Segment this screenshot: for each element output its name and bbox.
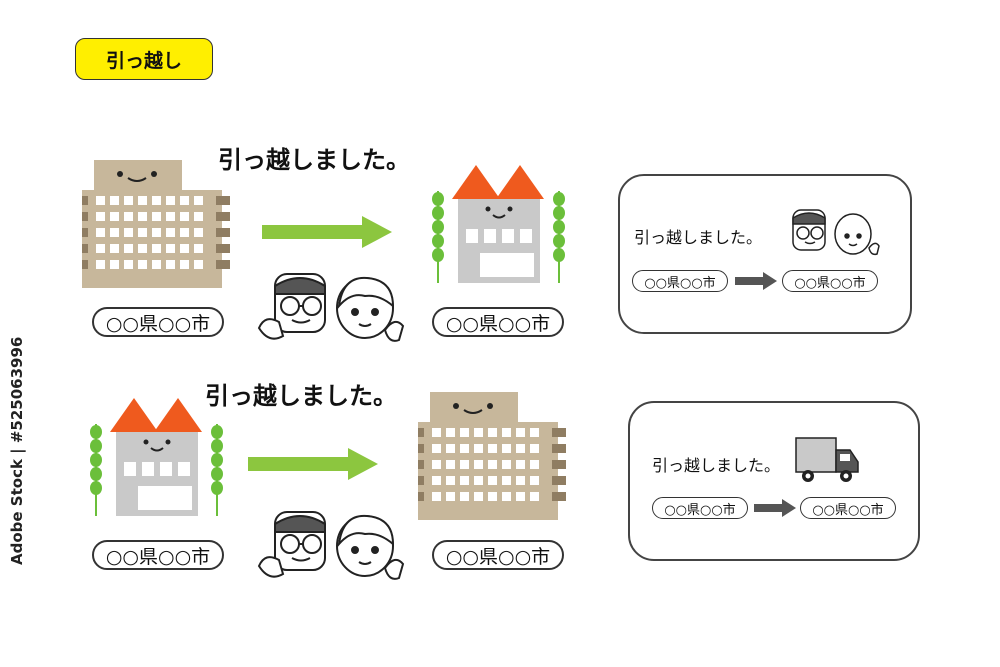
house-icon [432,165,565,283]
top-from-location: ○○県○○市 [92,307,224,337]
bottom-heading: 引っ越しました。 [205,382,397,410]
arrow-right-small-icon [754,499,796,517]
panel-top-to-location: ○○県○○市 [782,270,878,292]
summary-panel-bottom [628,401,920,561]
arrow-right-icon [248,448,378,480]
summary-panel-top [618,174,912,334]
moving-truck-icon [795,437,859,482]
bottom-from-location: ○○県○○市 [92,540,224,570]
top-to-location: ○○県○○市 [432,307,564,337]
panel-top-from-location: ○○県○○市 [632,270,728,292]
couple-icon [257,273,405,342]
arrow-right-small-icon [735,272,777,290]
bottom-to-location: ○○県○○市 [432,540,564,570]
panel-bottom-text: 引っ越しました。 [652,456,781,475]
couple-icon [257,511,405,580]
title-tag: 引っ越し [75,38,213,80]
panel-top-text: 引っ越しました。 [634,228,763,247]
arrow-right-icon [262,216,392,248]
stock-watermark: Adobe Stock | #525063996 [8,336,26,565]
apartment-building-icon [418,392,566,520]
apartment-building-icon [82,160,230,288]
house-icon [90,398,223,516]
panel-bottom-from-location: ○○県○○市 [652,497,748,519]
panel-bottom-to-location: ○○県○○市 [800,497,896,519]
couple-small-icon [792,209,880,256]
top-heading: 引っ越しました。 [218,146,410,174]
title-tag-label: 引っ越し [105,49,182,72]
